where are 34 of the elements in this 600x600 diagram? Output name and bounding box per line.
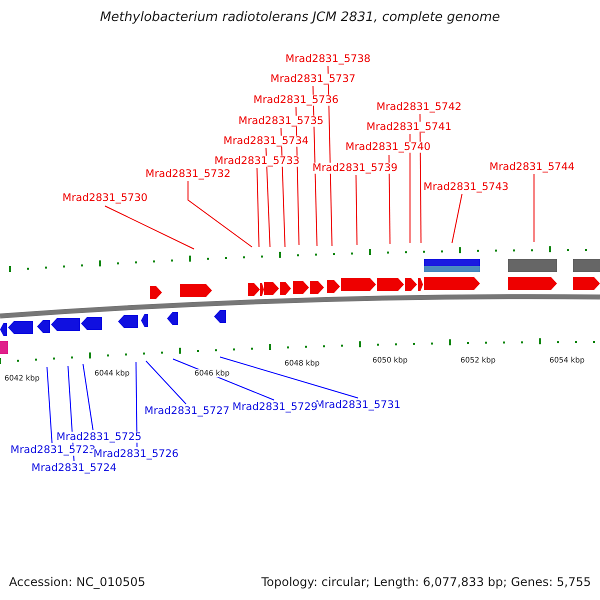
leader-line	[104, 206, 194, 250]
gene-label: Mrad2831_5726	[92, 448, 180, 460]
gene-label: Mrad2831_5740	[344, 142, 432, 152]
leader-line	[356, 174, 358, 246]
leader-line	[256, 168, 260, 248]
gene-label: Mrad2831_5741	[365, 122, 453, 132]
gene-label: Mrad2831_5743	[422, 182, 510, 192]
gene-label: Mrad2831_5744	[488, 162, 576, 172]
leader-line	[188, 180, 252, 248]
gene-label: Mrad2831_5742	[375, 102, 463, 112]
leader-line	[220, 356, 358, 398]
footer-text: Accession: NC_010505	[9, 576, 146, 588]
gene-label: Mrad2831_5730	[61, 192, 149, 204]
leader-line	[266, 148, 270, 248]
gene-label: Mrad2831_5732	[144, 168, 232, 180]
gene-label: Mrad2831_5737	[269, 74, 357, 84]
diagram-title: Methylobacterium radiotolerans JCM 2831, complete genome	[100, 11, 500, 24]
gene-label: Mrad2831_5725	[55, 432, 143, 442]
gene-label: Mrad2831_5729	[231, 402, 319, 412]
gene-label: Mrad2831_5736	[252, 94, 340, 106]
leader-line	[136, 362, 138, 448]
gene-label: Mrad2831_5739	[311, 162, 399, 174]
gene-label: Mrad2831_5735	[237, 116, 325, 126]
gene-label: Mrad2831_5733	[213, 156, 301, 166]
gene-label: Mrad2831_5727	[143, 406, 231, 416]
leader-line	[82, 364, 94, 430]
gene-label: Mrad2831_5738	[284, 54, 372, 64]
gene-label: Mrad2831_5724	[30, 462, 118, 474]
leader-line	[452, 194, 462, 244]
gene-label: Mrad2831_5734	[222, 136, 310, 146]
leader-line	[146, 360, 186, 404]
footer-text: Topology: circular; Length: 6,077,833 bp; Genes: 5,755	[261, 576, 591, 588]
leader-line	[388, 154, 390, 244]
leader-line	[46, 366, 52, 444]
